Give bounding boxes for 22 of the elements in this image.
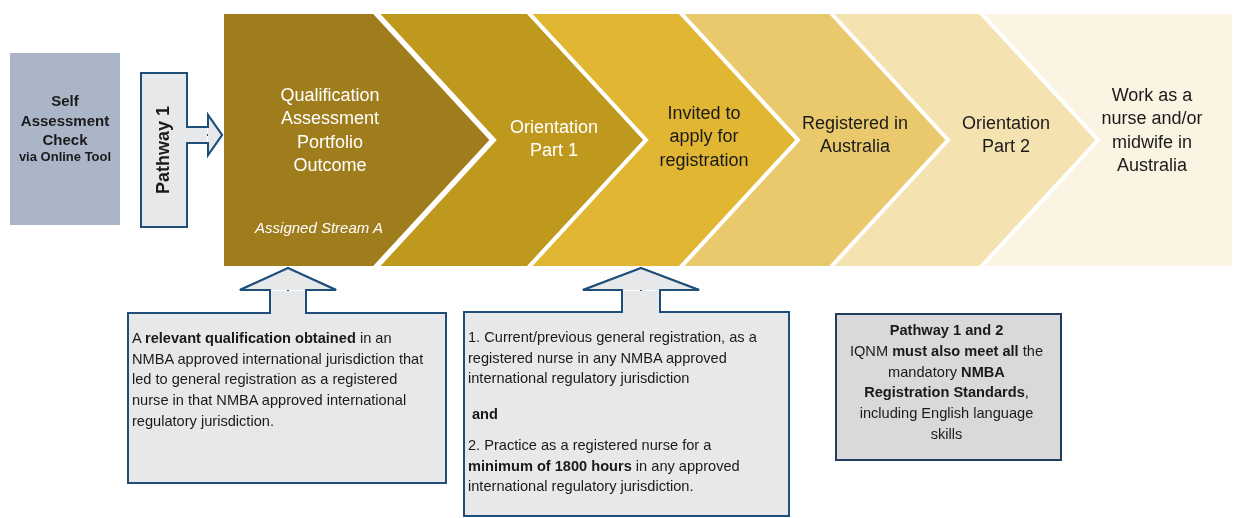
step-label: Orientation Part 2	[960, 112, 1052, 159]
note-box	[127, 312, 447, 484]
step-label: Orientation Part 1	[508, 116, 600, 163]
step-label: Registered in Australia	[800, 112, 910, 159]
note-heading: Pathway 1 and 2	[888, 321, 1005, 340]
note-text: IQNM must also meet all the mandatory NMBA Registration Standards, including English language skills	[849, 342, 1044, 444]
note-text: A relevant qualification obtained in an NMBA approved international jurisdiction that led to general registration as a registered nurse in that NMBA approved international regulatory jurisdiction.	[132, 329, 425, 431]
step-label: Qualification Assessment Portfolio Outcome	[279, 84, 381, 178]
step-label: Work as a nurse and/or midwife in Australia	[1100, 84, 1204, 178]
step-label: Invited to apply for registration	[658, 102, 750, 172]
note-box	[463, 311, 790, 517]
note-box	[835, 313, 1062, 461]
note-text: 1. Current/previous general registration, as a registered nurse in any NMBA approved international regulatory jurisdiction	[468, 328, 758, 389]
note-text: and	[472, 405, 499, 424]
step-label: Self Assessment Check	[19, 91, 111, 150]
step-label: via Online Tool	[17, 149, 113, 166]
chevron-step	[222, 12, 492, 268]
pathway-label: Pathway 1	[152, 106, 175, 194]
pathway-tab	[140, 72, 188, 228]
step-label: Assigned Stream A	[253, 218, 384, 238]
note-text: 2. Practice as a registered nurse for a minimum of 1800 hours in any approved international regulatory jurisdiction.	[468, 436, 741, 497]
step-box	[10, 53, 120, 225]
